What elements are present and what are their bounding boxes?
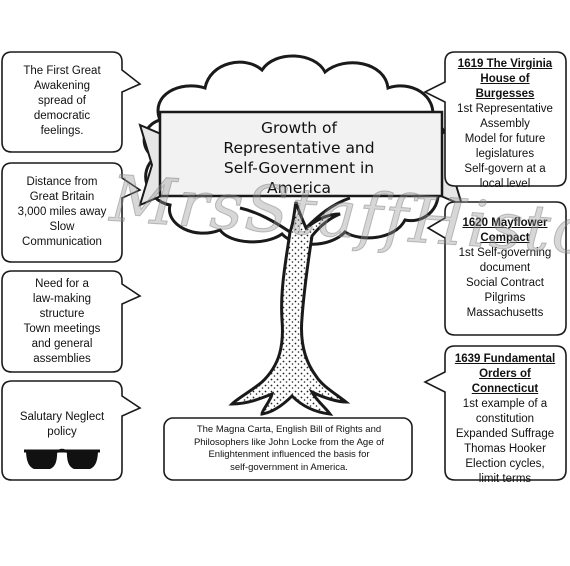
bubble-line: democratic bbox=[33, 110, 91, 122]
bubble-left-3-text: Need for a law-making structure Town mee… bbox=[4, 277, 120, 367]
bubble-line: 1st example of a bbox=[462, 398, 548, 410]
bubble-heading: Compact bbox=[480, 232, 530, 244]
bubble-line: Salutary Neglect bbox=[19, 411, 105, 423]
bubble-left-4-text: Salutary Neglect policy bbox=[4, 410, 120, 440]
bubble-line: Awakening bbox=[33, 80, 91, 92]
bubble-line: Massachusetts bbox=[466, 307, 544, 319]
bubble-line: local level bbox=[479, 178, 531, 190]
bubble-left-1-text: The First Great Awakening spread of demo… bbox=[4, 64, 120, 139]
bubble-line: Assembly bbox=[480, 118, 530, 130]
bottom-line-2: Philosophers like John Locke from the Ag… bbox=[193, 436, 385, 448]
banner bbox=[158, 110, 444, 198]
bubble-left-2-text: Distance from Great Britain 3,000 miles … bbox=[4, 175, 120, 250]
bubble-line: Slow bbox=[49, 221, 75, 233]
bottom-box bbox=[163, 417, 413, 481]
bubble-line: law-making bbox=[32, 293, 92, 305]
title-line-4: America bbox=[267, 179, 331, 197]
bubble-line: Expanded Suffrage bbox=[455, 428, 555, 440]
bubble-line: feelings. bbox=[40, 125, 84, 137]
bubble-line: Pilgrims bbox=[484, 292, 526, 304]
bubble-right-3-text: 1639 Fundamental Orders of Connecticut 1… bbox=[446, 352, 564, 487]
title-line-3: Self-Government in bbox=[223, 159, 375, 177]
bottom-line-4: self-government in America. bbox=[230, 461, 348, 473]
bubble-right-3 bbox=[423, 345, 567, 481]
bubble-line: legislatures bbox=[475, 148, 535, 160]
bubble-right-1 bbox=[423, 51, 567, 187]
bubble-line: spread of bbox=[38, 95, 86, 107]
bubble-line: 3,000 miles away bbox=[17, 206, 107, 218]
bubble-left-2 bbox=[1, 162, 142, 263]
bubble-right-2-text: 1620 Mayflower Compact 1st Self-governin… bbox=[446, 216, 564, 321]
bubble-line: document bbox=[479, 262, 531, 274]
diagram-title: Growth of Representative and Self-Govern… bbox=[168, 118, 430, 198]
bubble-heading: 1639 Fundamental bbox=[454, 353, 556, 365]
bubble-line: Communication bbox=[22, 236, 102, 248]
bubble-heading: Burgesses bbox=[475, 88, 535, 100]
bubble-right-2 bbox=[426, 201, 567, 336]
bubble-left-1 bbox=[1, 51, 142, 153]
bubble-heading: 1620 Mayflower bbox=[462, 217, 548, 229]
bubble-heading: House of bbox=[480, 73, 530, 85]
sunglasses-icon bbox=[24, 448, 100, 469]
bubble-heading: Connecticut bbox=[471, 383, 539, 395]
bubble-line: The First Great bbox=[23, 65, 101, 77]
bubble-line: Great Britain bbox=[29, 191, 95, 203]
bubble-line: 1st Self-governing bbox=[458, 247, 552, 259]
bubble-line: Town meetings bbox=[23, 323, 101, 335]
title-line-2: Representative and bbox=[223, 139, 375, 157]
bubble-line: limit terms bbox=[478, 473, 532, 485]
bubble-line: assemblies bbox=[33, 353, 91, 365]
bubble-line: policy bbox=[47, 426, 77, 438]
bubble-line: Thomas Hooker bbox=[464, 443, 546, 455]
bubble-line: Election cycles, bbox=[465, 458, 545, 470]
bubble-left-3 bbox=[1, 270, 142, 373]
bubble-line: Self-govern at a bbox=[464, 163, 546, 175]
bubble-line: Distance from bbox=[26, 176, 98, 188]
bubble-line: Need for a bbox=[35, 278, 89, 290]
bubble-line: Social Contract bbox=[466, 277, 544, 289]
bottom-line-1: The Magna Carta, English Bill of Rights … bbox=[196, 424, 382, 435]
bubble-line: constitution bbox=[475, 413, 535, 425]
bottom-box-text: The Magna Carta, English Bill of Rights … bbox=[170, 424, 408, 474]
bubble-heading: Orders of bbox=[479, 368, 531, 380]
bubble-line: structure bbox=[39, 308, 85, 320]
title-line-1: Growth of bbox=[261, 119, 337, 137]
tree-icon bbox=[228, 201, 351, 416]
bubble-line: and general bbox=[31, 338, 93, 350]
bubble-line: Model for future bbox=[464, 133, 546, 145]
bubble-heading: 1619 The Virginia bbox=[457, 58, 553, 70]
bottom-line-3: Enlightenment influenced the basis for bbox=[208, 449, 370, 460]
bubble-line: 1st Representative bbox=[457, 103, 553, 115]
bubble-right-1-text: 1619 The Virginia House of Burgesses 1st… bbox=[446, 57, 564, 192]
